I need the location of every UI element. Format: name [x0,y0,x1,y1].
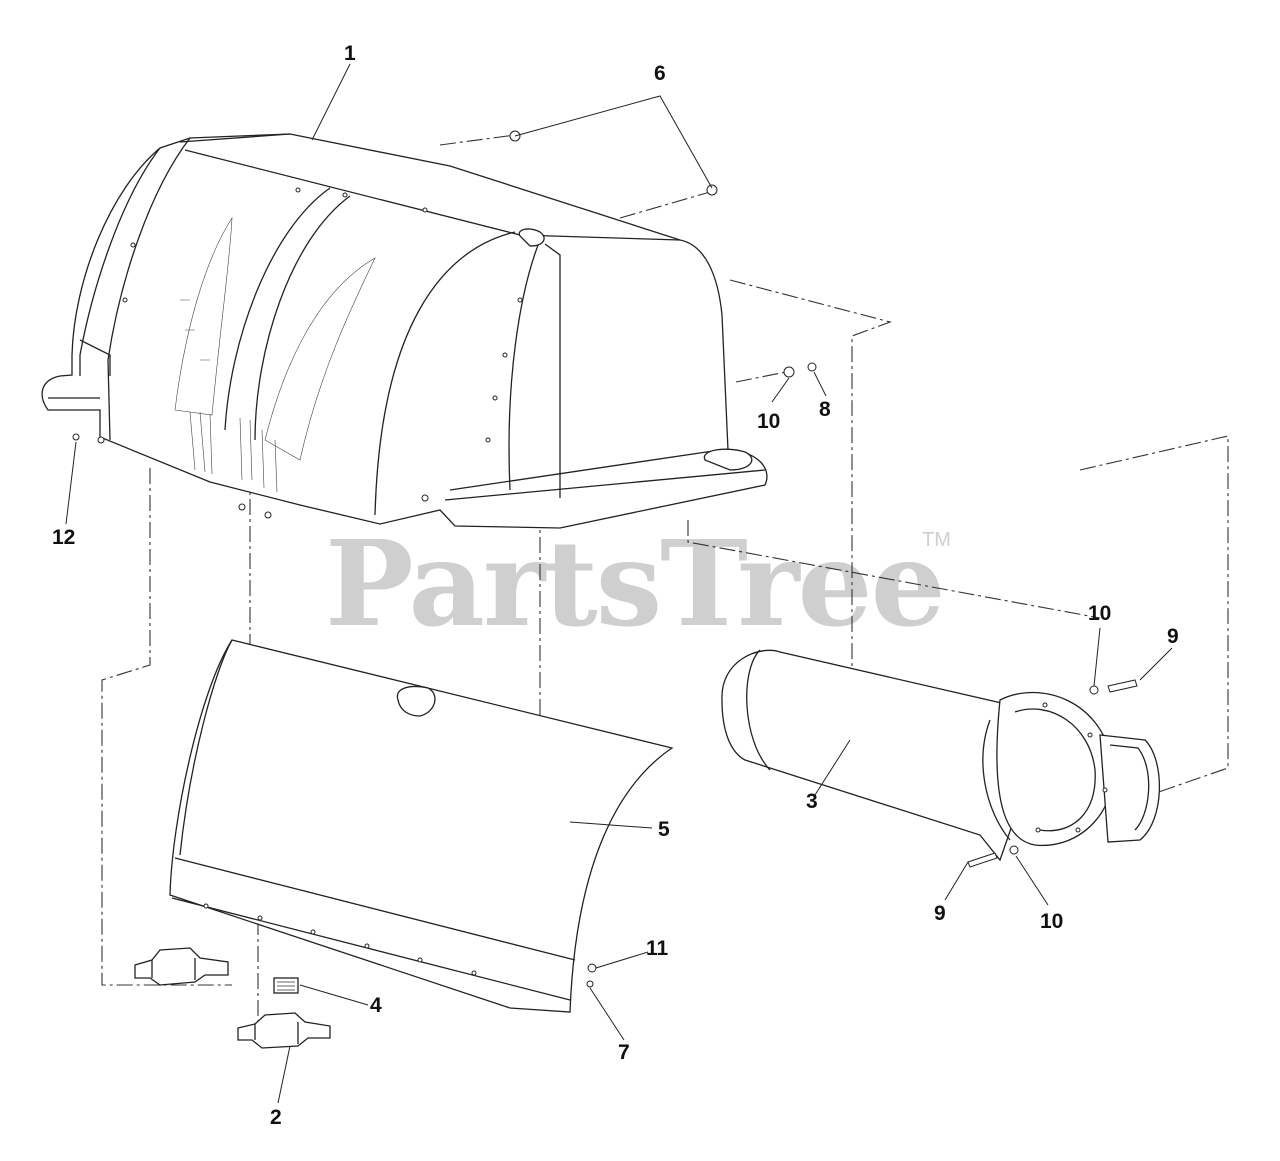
label-part-7: 7 [618,1041,630,1064]
hood-hardware [72,130,817,519]
label-part-2: 2 [270,1106,282,1129]
label-part-6: 6 [654,62,666,85]
label-part-8: 8 [819,398,831,421]
deflector-plate [169,639,674,1013]
label-part-3: 3 [806,790,818,813]
chute-tube [721,649,1161,862]
label-part-5: 5 [658,818,670,841]
label-part-10-washer-hood: 10 [757,410,780,433]
watermark-text: PartsTree [325,514,944,653]
deflector-hardware [586,963,597,988]
decal [273,977,299,994]
label-part-10-washer-tube-bottom: 10 [1040,910,1063,933]
hood-housing [41,133,768,529]
label-part-9-bolt-bottom: 9 [934,902,946,925]
mounting-brackets [134,947,331,1049]
callout-labels: 1 6 10 8 12 10 9 3 5 9 10 11 4 7 2 [52,42,1179,1129]
watermark-trademark: TM [922,529,951,551]
label-part-1: 1 [344,42,356,65]
label-part-10-washer-tube-top: 10 [1088,602,1111,625]
label-part-11: 11 [646,937,669,960]
leader-lines [65,63,1173,1104]
watermark: PartsTree TM [325,514,951,653]
label-part-4: 4 [370,994,382,1017]
label-part-9-bolt-top: 9 [1167,625,1179,648]
label-part-12: 12 [52,526,75,549]
tube-hardware [967,679,1138,868]
